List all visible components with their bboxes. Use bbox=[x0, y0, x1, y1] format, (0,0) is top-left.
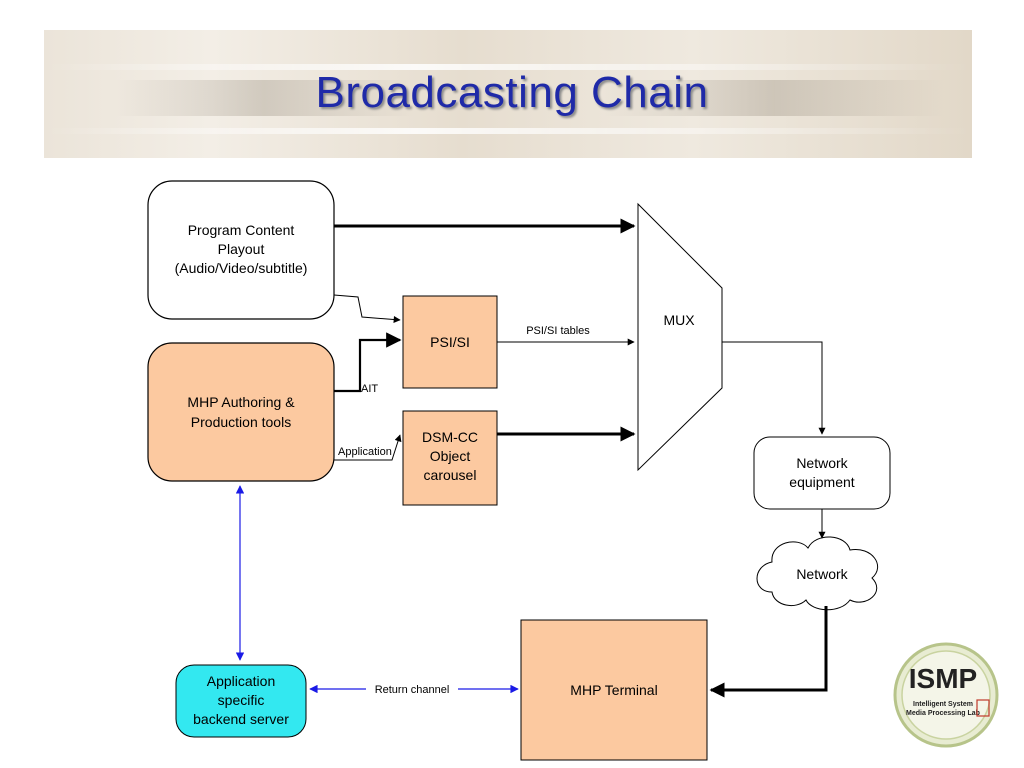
edge-label-return-channel: Return channel bbox=[375, 684, 450, 696]
program-content-line-3: (Audio/Video/subtitle) bbox=[175, 260, 308, 276]
ismp-lab-logo: ISMP Intelligent System Media Processing… bbox=[893, 642, 999, 748]
mhp-authoring-line-2: Production tools bbox=[191, 414, 291, 430]
dsm-cc-line-1: DSM-CC bbox=[422, 429, 478, 445]
logo-line-2: Media Processing Lab bbox=[906, 710, 980, 717]
mhp-authoring-line-1: MHP Authoring & bbox=[187, 394, 295, 410]
node-backend-server: Application specific backend server bbox=[175, 664, 307, 738]
edge-label-ait: AIT bbox=[361, 383, 378, 395]
node-program-content: Program Content Playout (Audio/Video/sub… bbox=[147, 180, 335, 320]
mux-label: MUX bbox=[663, 312, 695, 328]
network-label: Network bbox=[796, 566, 848, 582]
logo-mark: ISMP bbox=[909, 663, 977, 694]
node-psi-si: PSI/SI bbox=[402, 295, 498, 389]
network-equipment-line-1: Network bbox=[796, 455, 848, 471]
dsm-cc-line-3: carousel bbox=[424, 467, 477, 483]
dsm-cc-line-2: Object bbox=[430, 448, 471, 464]
edge-label-psi-si-tables: PSI/SI tables bbox=[526, 325, 590, 337]
edge-label-bg bbox=[366, 682, 458, 696]
edge-network-to-terminal bbox=[709, 606, 828, 698]
edge-authoring-to-psi bbox=[334, 332, 402, 393]
node-network-equipment: Network equipment bbox=[753, 436, 891, 510]
edge-label-application: Application bbox=[338, 446, 392, 458]
logo-line-1: Intelligent System bbox=[913, 701, 973, 708]
mhp-terminal-label: MHP Terminal bbox=[570, 682, 657, 698]
logo-seal bbox=[976, 699, 990, 717]
node-mhp-authoring: MHP Authoring & Production tools bbox=[147, 342, 335, 482]
network-equipment-line-2: equipment bbox=[789, 474, 854, 490]
program-content-line-2: Playout bbox=[218, 241, 265, 257]
backend-server-line-1: Application bbox=[207, 673, 276, 689]
node-network-cloud: Network bbox=[756, 536, 878, 611]
node-mhp-terminal: MHP Terminal bbox=[520, 619, 708, 761]
edge-content-to-psi bbox=[333, 294, 401, 323]
backend-server-line-2: specific bbox=[218, 692, 265, 708]
backend-server-line-3: backend server bbox=[193, 711, 289, 727]
node-mux: MUX bbox=[637, 202, 723, 472]
psi-si-label: PSI/SI bbox=[430, 334, 470, 350]
edge-mux-to-equipment bbox=[722, 341, 826, 435]
node-dsm-cc: DSM-CC Object carousel bbox=[402, 410, 498, 506]
edge-authoring-to-dsmcc bbox=[334, 434, 402, 461]
title-banner bbox=[44, 30, 972, 158]
program-content-line-1: Program Content bbox=[188, 222, 295, 238]
slide-title: Broadcasting Chain bbox=[315, 68, 709, 117]
